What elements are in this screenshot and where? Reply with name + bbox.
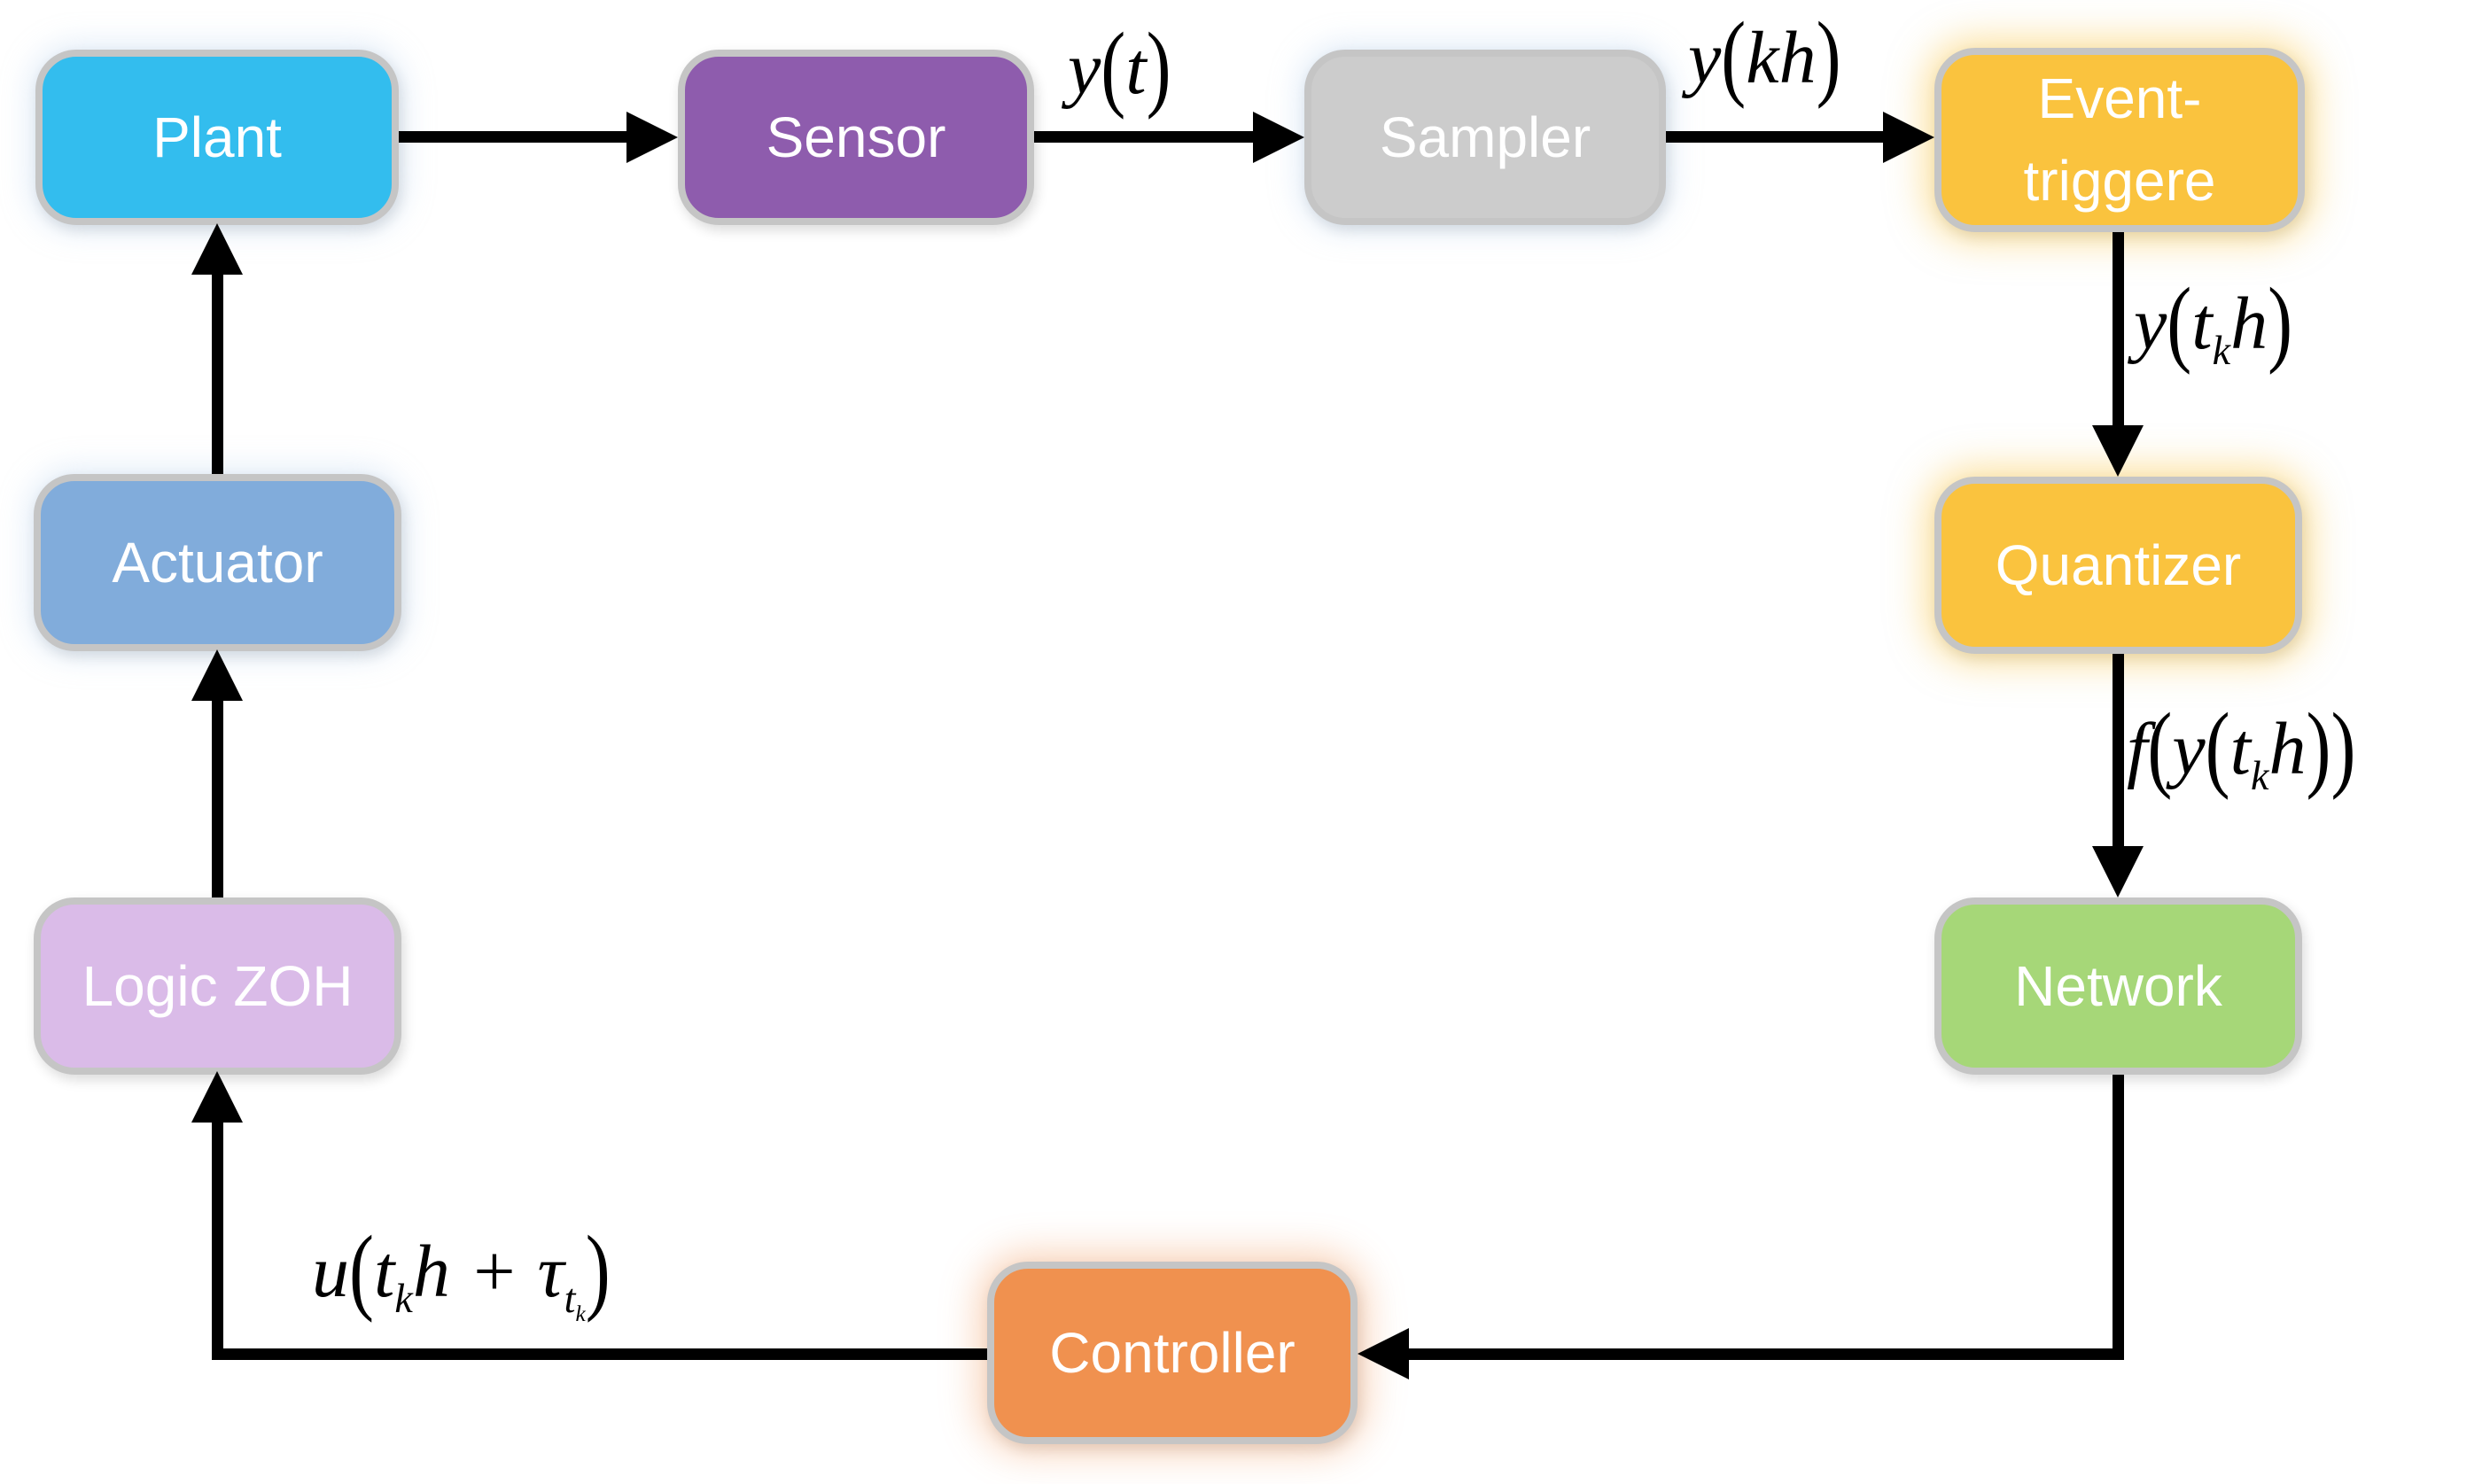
node-actuator-label: Actuator: [112, 530, 323, 594]
arrow-quantizer-to-network-line: [2113, 654, 2124, 848]
arrow-actuator-to-plant-line: [212, 275, 223, 474]
arrow-plant-to-sensor-line: [399, 131, 631, 143]
arrow-plant-to-sensor-head: [626, 112, 678, 163]
node-controller: Controller: [987, 1262, 1358, 1444]
signal-label-y-t: y(t): [1068, 13, 1171, 121]
signal-label-y-tkh: y(tkh): [2134, 268, 2293, 377]
node-event-trigger-label-line1: Event-: [2037, 66, 2202, 131]
arrow-network-to-controller-vline: [2113, 1075, 2124, 1360]
node-sampler-label: Sampler: [1379, 105, 1591, 169]
arrow-sensor-to-sampler-head: [1253, 112, 1304, 163]
node-event-trigger: Event- triggere: [1934, 48, 2305, 232]
node-sensor-label: Sensor: [766, 105, 946, 169]
arrow-logic-zoh-to-actuator-line: [212, 700, 223, 897]
arrow-sensor-to-sampler-line: [1034, 131, 1253, 143]
node-plant: Plant: [35, 50, 399, 225]
arrow-event-to-quantizer-line: [2113, 232, 2124, 427]
signal-label-y-kh: y(kh): [1688, 3, 1841, 111]
node-network-label: Network: [2014, 953, 2222, 1018]
arrow-network-to-controller-head: [1358, 1328, 1409, 1379]
signal-label-f-y-tkh: f(y(tkh)): [2127, 694, 2356, 802]
node-logic-zoh: Logic ZOH: [34, 897, 401, 1075]
node-sensor: Sensor: [678, 50, 1034, 225]
node-plant-label: Plant: [152, 105, 282, 169]
arrow-sampler-to-event-head: [1883, 112, 1934, 163]
node-actuator: Actuator: [34, 474, 401, 651]
node-controller-label: Controller: [1049, 1320, 1296, 1385]
arrow-controller-to-logic-zoh-head: [191, 1071, 243, 1123]
node-network: Network: [1934, 897, 2302, 1075]
arrow-controller-to-logic-zoh-hline: [212, 1348, 987, 1360]
node-event-trigger-label-line2: triggere: [2023, 149, 2216, 213]
arrow-quantizer-to-network-head: [2092, 846, 2144, 897]
arrow-sampler-to-event-line: [1666, 131, 1883, 143]
arrow-event-to-quantizer-head: [2092, 425, 2144, 477]
arrow-network-to-controller-hline: [1407, 1348, 2124, 1360]
node-logic-zoh-label: Logic ZOH: [82, 953, 354, 1018]
node-sampler: Sampler: [1304, 50, 1666, 225]
arrow-logic-zoh-to-actuator-head: [191, 649, 243, 701]
node-quantizer: Quantizer: [1934, 477, 2302, 654]
node-quantizer-label: Quantizer: [1995, 532, 2242, 597]
signal-label-u-tkh: u(tkh + τtk): [312, 1216, 611, 1327]
arrow-controller-to-logic-zoh-vline: [212, 1120, 223, 1360]
arrow-actuator-to-plant-head: [191, 223, 243, 275]
